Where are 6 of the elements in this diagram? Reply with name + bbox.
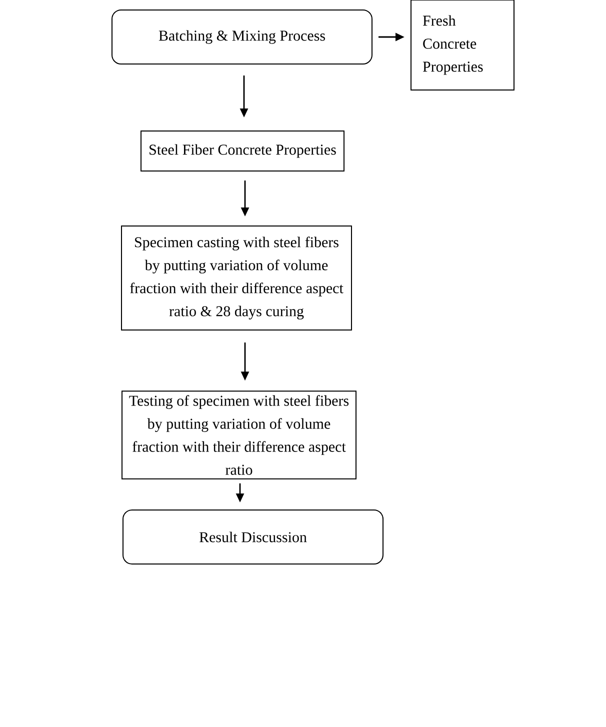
process-box: Testing of specimen with steel fibers by putting variation of volume fraction with their difference aspect ratio [122, 390, 356, 480]
rounded-process-box: Result Discussion [122, 510, 384, 564]
process-box: Fresh Concrete Properties [410, 0, 514, 90]
process-box: Steel Fiber Concrete Properties [140, 130, 344, 172]
process-box: Specimen casting with steel fibers by putting variation of volume fraction with their difference aspect ratio & 28 days curing [121, 226, 352, 330]
rounded-process-box: Batching & Mixing Process [112, 10, 372, 64]
